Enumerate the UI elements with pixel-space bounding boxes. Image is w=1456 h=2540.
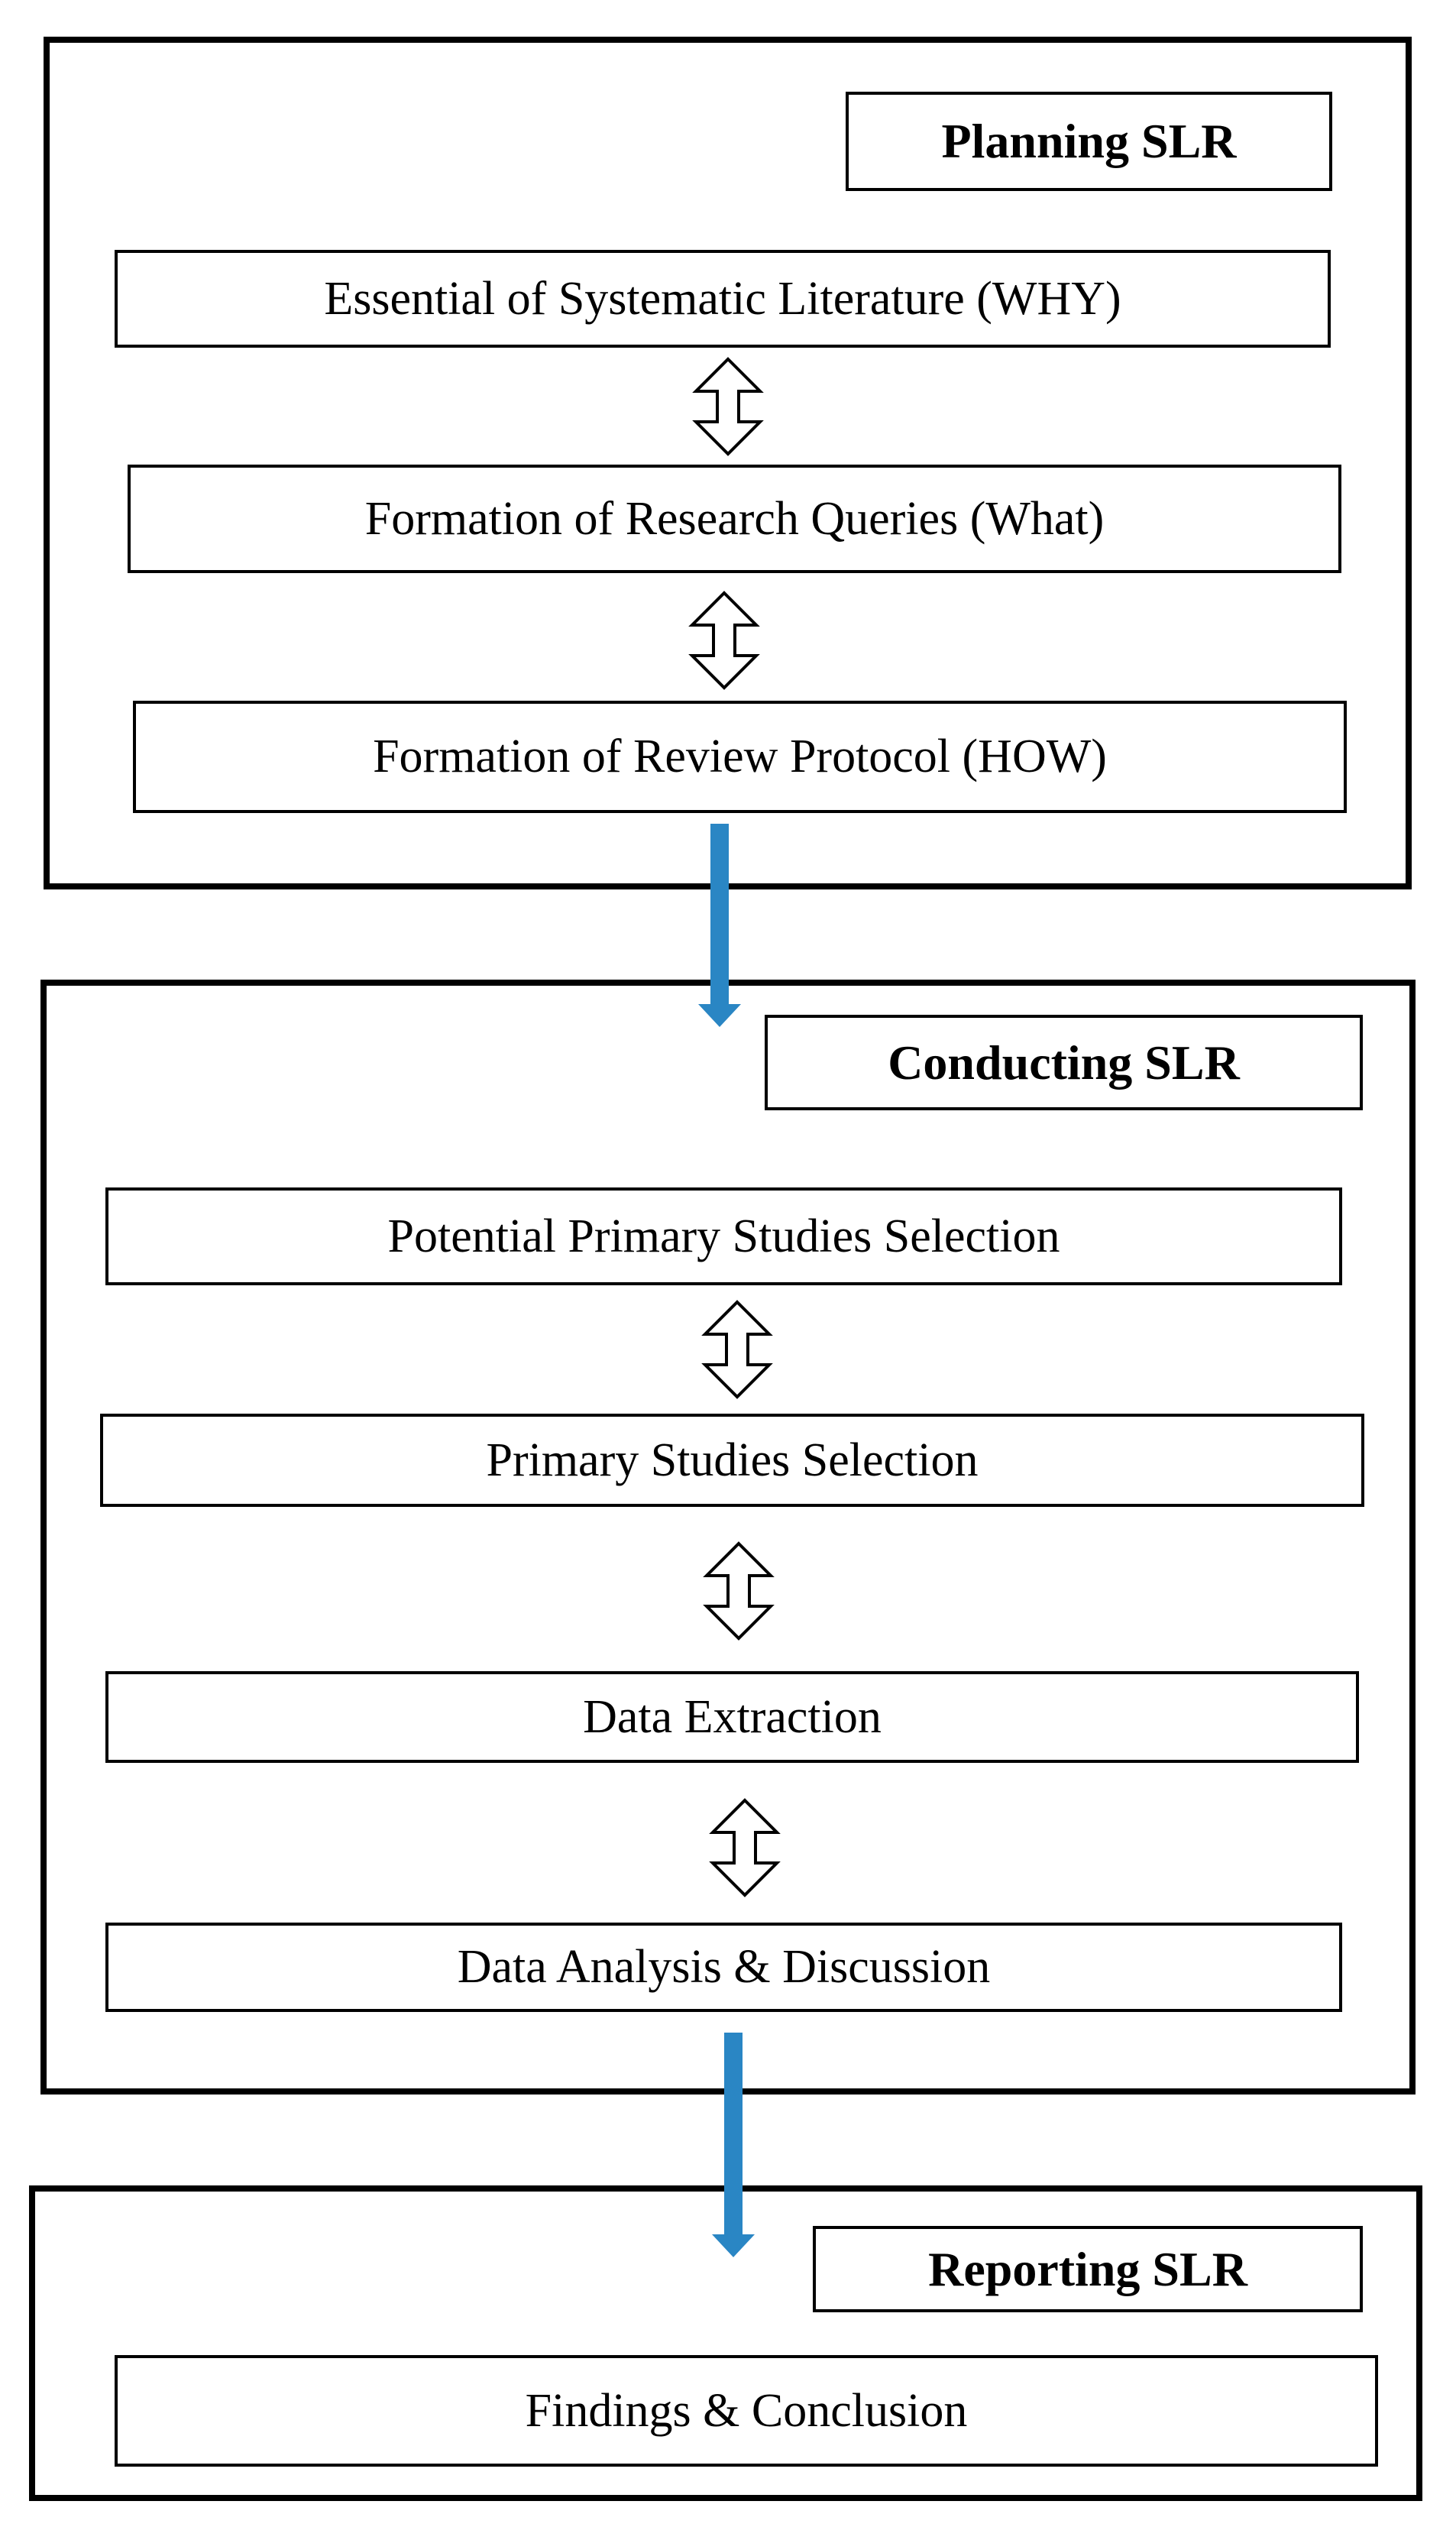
step-potential-primary-studies-selection: Potential Primary Studies Selection	[105, 1187, 1342, 1285]
reporting-phase-title: Reporting SLR	[813, 2226, 1363, 2312]
double-arrow-icon	[691, 591, 758, 689]
step-primary-studies-selection: Primary Studies Selection	[100, 1414, 1364, 1507]
step-findings-and-conclusion: Findings & Conclusion	[115, 2355, 1378, 2467]
step-formation-of-review-protocol: Formation of Review Protocol (HOW)	[133, 701, 1347, 813]
double-arrow-icon	[704, 1301, 771, 1398]
conducting-phase-title: Conducting SLR	[765, 1015, 1363, 1110]
step-data-analysis-and-discussion: Data Analysis & Discussion	[105, 1923, 1342, 2012]
conducting-phase-box	[40, 980, 1416, 2095]
double-arrow-icon	[694, 358, 762, 455]
step-essential-of-systematic-literature: Essential of Systematic Literature (WHY)	[115, 250, 1331, 348]
step-formation-of-research-queries: Formation of Research Queries (What)	[128, 465, 1341, 573]
step-data-extraction: Data Extraction	[105, 1671, 1359, 1763]
double-arrow-icon	[711, 1799, 778, 1897]
flow-arrow-down-icon	[712, 2033, 755, 2257]
planning-phase-title: Planning SLR	[846, 92, 1332, 191]
flow-arrow-down-icon	[698, 824, 741, 1027]
double-arrow-icon	[705, 1542, 772, 1640]
